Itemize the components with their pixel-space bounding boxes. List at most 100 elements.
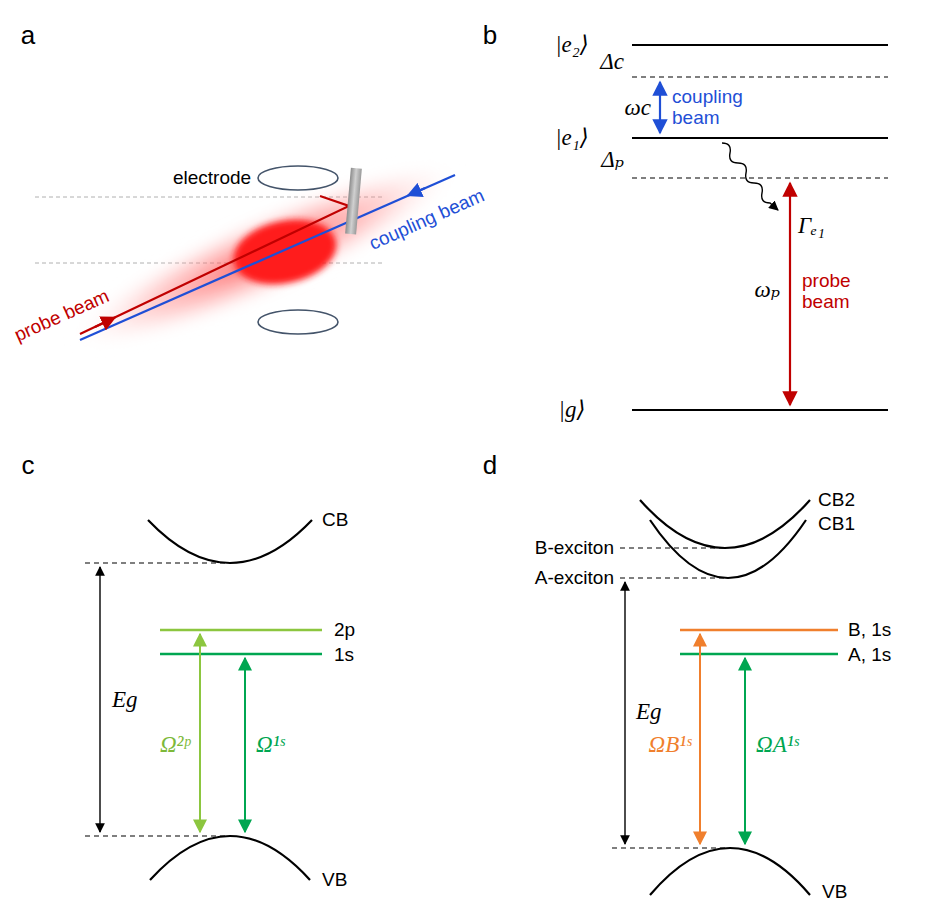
band-edge-guide (620, 547, 725, 548)
math-symbol: Ω¹ˢ (256, 732, 284, 757)
text-label-holder: A, 1s (848, 645, 891, 666)
transition-arrow-b (699, 634, 701, 844)
text-label-holder: 2p (334, 620, 355, 641)
text-label: CB2 (818, 490, 855, 511)
text-label: VB (322, 870, 347, 891)
band-edge-guide (620, 577, 728, 578)
math-symbol: ΩB¹ˢ (649, 732, 691, 757)
panel-a-illustration (35, 129, 478, 381)
text-label-holder: VB (322, 870, 347, 891)
coupling-beam-arrowhead (408, 188, 425, 196)
text-label: probe beam (802, 271, 864, 313)
text-label-holder: B-exciton (535, 538, 614, 559)
band-edge-guide (85, 835, 230, 836)
math-symbol: |e₂⟩ (555, 32, 589, 57)
math-symbol: Ω²ᵖ (160, 732, 190, 757)
transition-arrow-1s (244, 658, 246, 832)
text-label: B-exciton (535, 538, 614, 559)
text-label: probe beam (11, 286, 112, 346)
text-label: CB1 (818, 514, 855, 535)
math-symbol-holder: Eg (112, 687, 138, 712)
math-symbol-holder: Δc (600, 49, 624, 74)
text-label: A, 1s (848, 645, 891, 666)
panel-letter: a (21, 21, 35, 50)
conduction-band (148, 520, 312, 563)
math-symbol: ωc (625, 95, 651, 120)
text-label-holder: B, 1s (848, 620, 891, 641)
math-symbol: Δₚ (601, 147, 624, 172)
text-label-holder: electrode (173, 168, 251, 189)
text-label-holder: probe beam (11, 286, 112, 346)
math-symbol: |e₁⟩ (555, 125, 589, 150)
gap-arrow (624, 582, 625, 844)
atom-cloud-core (228, 211, 343, 293)
text-label: CB (322, 510, 348, 531)
panel-letter: b (483, 21, 497, 50)
panel-b-level-scheme (632, 45, 888, 410)
exciton-level-a (680, 653, 838, 656)
detuning-level (632, 76, 888, 77)
math-symbol: |g⟩ (559, 397, 586, 422)
detuning-level (632, 177, 888, 178)
probe-transition-arrow (789, 183, 791, 405)
text-label-holder: VB (822, 882, 847, 903)
math-symbol: Eg (636, 699, 662, 724)
math-symbol-holder: Eg (636, 699, 662, 724)
band-edge-guide (85, 562, 230, 563)
math-symbol: Γₑ₁ (798, 213, 825, 238)
math-symbol: ωₚ (755, 277, 780, 302)
exciton-level-2p (160, 629, 322, 632)
math-symbol-holder: Ω¹ˢ (256, 732, 284, 757)
math-symbol: Δc (600, 49, 624, 74)
text-label-holder: 1s (334, 645, 354, 666)
atom-cloud-halo (52, 129, 479, 381)
text-label-holder: CB1 (818, 514, 855, 535)
math-symbol: Eg (112, 687, 138, 712)
mirror (345, 168, 362, 235)
math-symbol-holder: ΩB¹ˢ (649, 732, 691, 757)
gap-arrow (99, 567, 100, 832)
text-label-holder: CB2 (818, 490, 855, 511)
text-label: B, 1s (848, 620, 891, 641)
text-label: coupling beam (672, 87, 754, 129)
panel-letter-holder: a (21, 21, 35, 50)
exciton-level-b (680, 629, 838, 632)
probe-beam-arrowhead (95, 318, 115, 328)
math-symbol-holder: |e₂⟩ (555, 32, 589, 57)
text-label: electrode (173, 168, 251, 189)
energy-level (632, 44, 888, 46)
panel-letter: c (22, 451, 35, 480)
math-symbol-holder: |g⟩ (559, 397, 586, 422)
math-symbol-holder: Δₚ (601, 147, 624, 172)
math-symbol-holder: ωc (625, 95, 651, 120)
energy-level (632, 137, 888, 139)
text-label-holder: CB (322, 510, 348, 531)
text-label-holder: coupling beam (366, 185, 487, 254)
text-label: 2p (334, 620, 355, 641)
decay-wavy-arrow (722, 143, 778, 210)
text-label: coupling beam (366, 185, 487, 254)
band-edge-guide (612, 847, 730, 848)
transition-arrow-2p (199, 634, 201, 832)
panel-letter-holder: b (483, 21, 497, 50)
electrode-ring (258, 166, 338, 190)
electrode-ring (258, 310, 338, 334)
panel-letter-holder: d (483, 451, 497, 480)
conduction-band-1 (650, 520, 806, 578)
exciton-level-1s (160, 653, 322, 656)
energy-level (632, 409, 888, 411)
text-label: VB (822, 882, 847, 903)
transition-arrow-a (744, 658, 746, 844)
panel-letter-holder: c (22, 451, 35, 480)
math-symbol: ΩA¹ˢ (756, 732, 798, 757)
text-label-holder: A-exciton (535, 568, 614, 589)
math-symbol-holder: Γₑ₁ (798, 213, 825, 238)
coupling-beam-line (80, 175, 455, 340)
math-symbol-holder: Ω²ᵖ (160, 732, 190, 757)
panel-c-band-diagram (85, 520, 322, 880)
text-label: 1s (334, 645, 354, 666)
valence-band (650, 848, 810, 895)
math-symbol-holder: ωₚ (755, 277, 780, 302)
